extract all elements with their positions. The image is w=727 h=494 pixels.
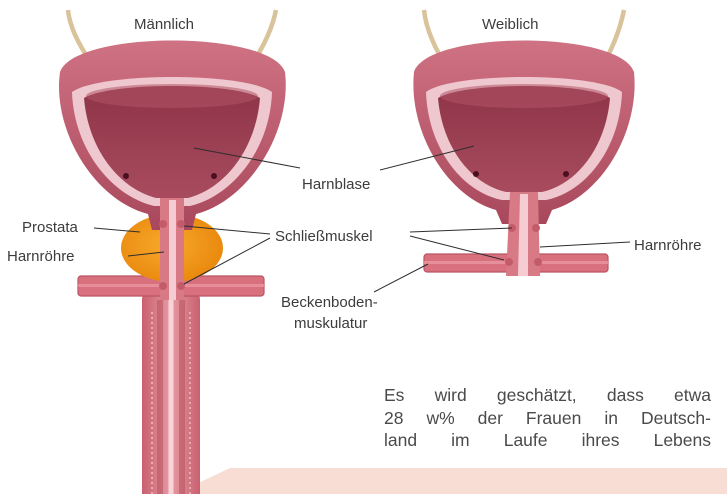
footer-band [175,468,727,494]
male-anatomy [59,10,286,494]
body-paragraph: Es wird geschätzt, dass etwa 28 w% der F… [384,384,711,452]
title-male: Männlich [134,16,194,33]
label-beckenboden-line2: muskulatur [294,315,367,332]
leader-beckenboden [374,264,428,292]
label-schliessmuskel: Schließmuskel [275,228,373,245]
label-harnroehre-left: Harnröhre [7,248,75,265]
label-beckenboden-line1: Beckenboden- [281,294,378,311]
label-prostata: Prostata [22,219,78,236]
title-female: Weiblich [482,16,538,33]
label-harnblase: Harnblase [302,176,370,193]
paragraph-line: land im Laufe ihres Lebens [384,429,711,452]
leader-harnroehre-right [540,242,630,247]
label-harnroehre-right: Harnröhre [634,237,702,254]
paragraph-line: 28 w% der Frauen in Deutsch- [384,407,711,430]
female-anatomy [413,10,634,276]
leader-schliess-female-upper [410,228,512,232]
paragraph-line: Es wird geschätzt, dass etwa [384,384,711,407]
